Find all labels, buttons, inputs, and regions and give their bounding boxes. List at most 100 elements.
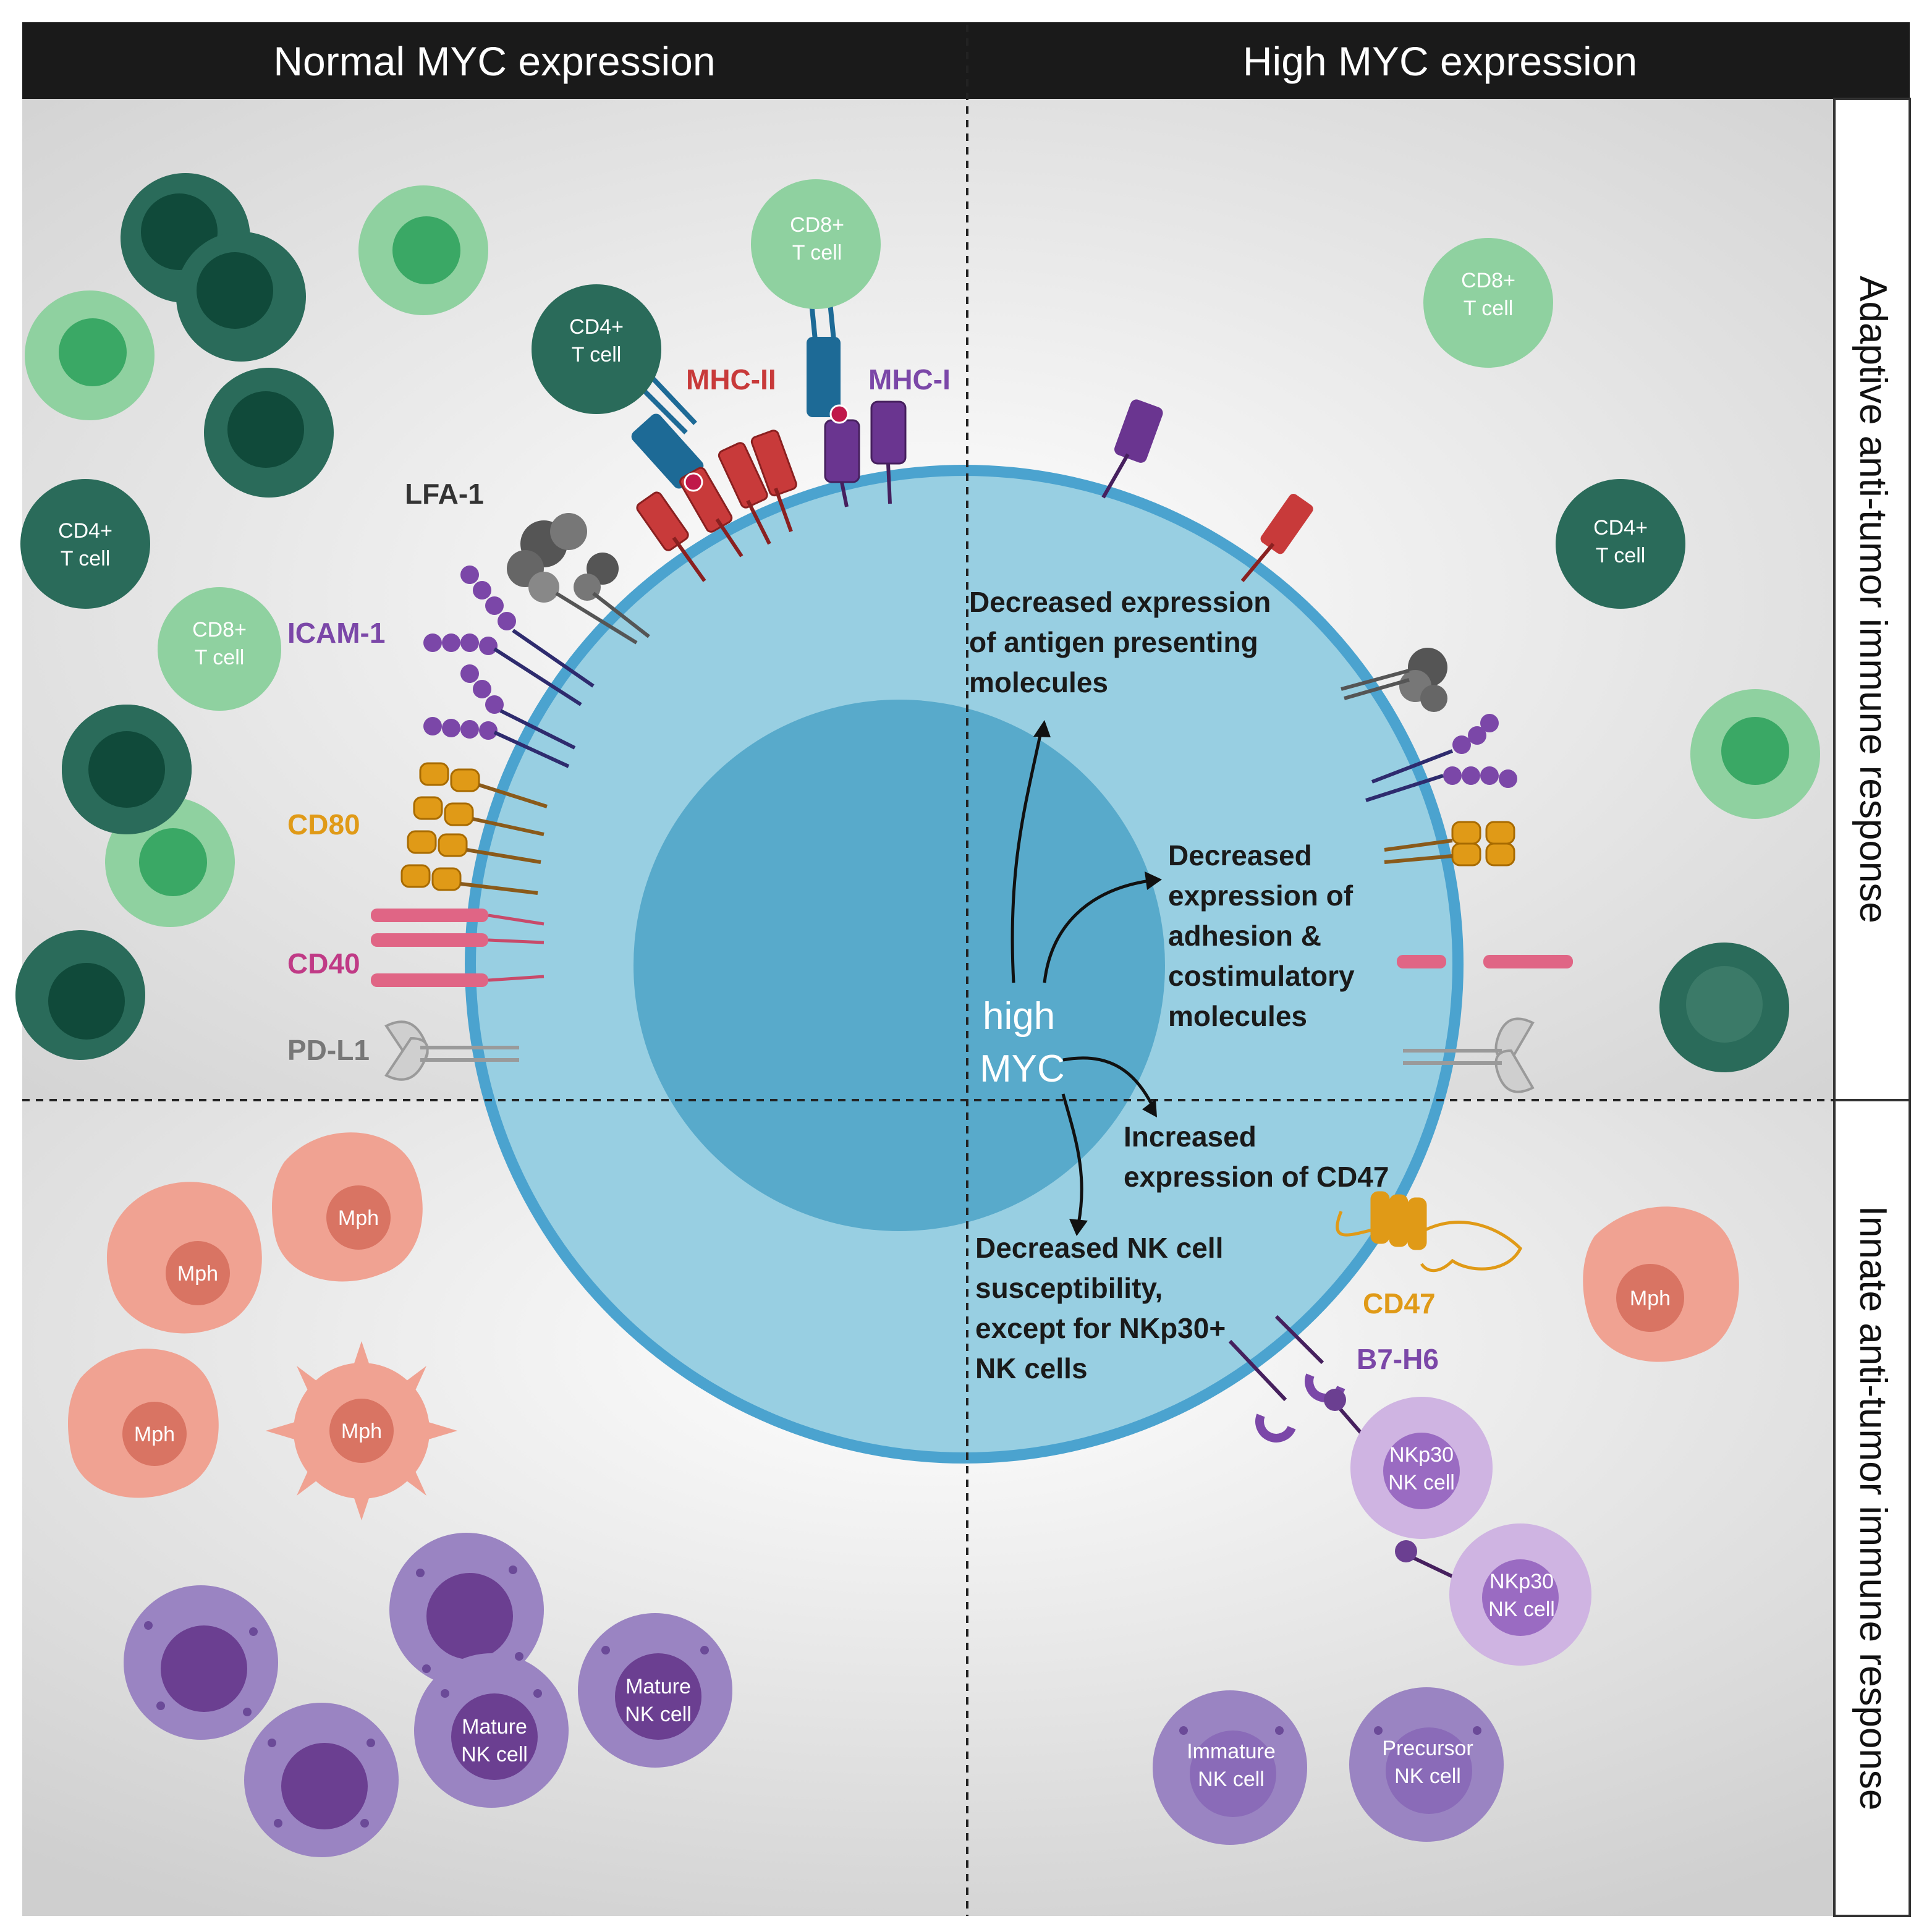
header-high-myc: High MYC expression [1243,38,1637,84]
cd80-molecule-right [1384,821,1515,866]
mph-label: Mph [338,1206,379,1230]
cell-label-line2: T cell [61,547,111,570]
immature-nk-cell: Immature NK cell [1153,1690,1307,1845]
nk-granules [144,1566,1481,1828]
cell-label-line1: Immature [1187,1740,1276,1763]
cd4-t-cell-right: CD4+ T cell [1556,479,1685,609]
cell-label-line1: CD8+ [790,213,844,237]
header-normal-myc: Normal MYC expression [273,38,715,84]
note-antigen-line1: Decreased expression [969,586,1271,618]
mhc1-label: MHC-I [868,363,951,396]
myc-effect-arrows [1010,729,1155,1224]
mph-label: Mph [1630,1287,1671,1310]
cell-label-line2: NK cell [1198,1768,1265,1791]
macrophage-2: Mph [272,1132,423,1282]
macrophage-right: Mph [1583,1206,1739,1362]
cd4-t-cell-mhc2-synapse: CD4+ T cell [532,284,704,489]
mhc1-molecules-left [824,400,907,507]
note-nk-line2: susceptibility, [975,1272,1163,1304]
note-adhesion-line1: Decreased [1168,839,1312,871]
cell-label-line1: CD4+ [569,315,624,339]
cell-label-line2: NK cell [1488,1598,1555,1621]
cell-label-line2: T cell [572,343,622,366]
icam1-molecule-right [1365,714,1517,802]
cd8-t-cell-left: CD8+ T cell [158,587,281,711]
cell-label-line2: NK cell [461,1743,528,1766]
cell-label-line2: T cell [195,646,245,669]
cd47-label: CD47 [1363,1287,1436,1320]
cd8-t-cell-mhc1-synapse: CD8+ T cell [751,179,881,417]
note-cd47: Increased expression of CD47 [1124,1121,1389,1193]
mhc2-label: MHC-II [686,363,776,396]
lfa1-label: LFA-1 [405,478,484,510]
note-cd47-line2: expression of CD47 [1124,1161,1389,1193]
cd47-molecule [1336,1191,1523,1273]
cell-label-line2: T cell [1596,544,1646,567]
cell-label-line1: CD4+ [1593,516,1648,540]
side-label-innate: Innate anti-tumor immune response [1852,1206,1894,1811]
cd8-t-cell-right-unlabeled [1690,689,1820,819]
cell-label-line2: NK cell [625,1703,692,1726]
b7h6-label: B7-H6 [1357,1343,1439,1375]
cell-label-line1: CD8+ [1461,269,1515,292]
mhc2-molecule-right [1240,494,1313,582]
icam1-label: ICAM-1 [287,617,385,649]
lfa1-molecules-left [507,513,650,645]
cd4-t-cell-overlap-dark [62,705,192,834]
side-label-column [1833,98,1911,1917]
cd40-molecule-right [1397,955,1573,968]
cd4-t-cell-dark-small [15,930,145,1060]
note-nk: Decreased NK cell susceptibility, except… [975,1232,1226,1384]
myc-effect-arrowheads [1033,720,1162,1236]
lfa1-molecule-right [1341,648,1447,712]
mph-label: Mph [341,1420,382,1443]
cd80-label: CD80 [287,808,360,841]
nk-cell-unlabeled-3 [244,1703,399,1857]
mph-label: Mph [134,1423,175,1446]
note-antigen-line3: molecules [969,666,1108,698]
cell-label-line1: Mature [462,1715,527,1739]
note-antigen-line2: of antigen presenting [969,626,1258,658]
macrophage-1: Mph [106,1182,262,1334]
cell-label-line1: CD8+ [192,618,247,642]
mature-nk-cell-1: Mature NK cell [414,1653,569,1808]
cell-label-line1: NKp30 [1489,1570,1554,1593]
macrophage-activated: Mph [266,1341,457,1520]
cell-label-line2: NK cell [1394,1765,1461,1788]
side-label-adaptive: Adaptive anti-tumor immune response [1852,276,1894,923]
cd80-molecules-left [400,762,548,895]
pdl1-molecule-right [1403,1017,1535,1093]
cell-label-line2: NK cell [1388,1471,1455,1494]
mature-nk-cell-2: Mature NK cell [578,1613,732,1768]
high-myc-label-line2: MYC [980,1048,1065,1090]
note-adhesion-line3: adhesion & [1168,920,1321,952]
mhc1-molecule-right [1101,399,1163,499]
cell-label-line1: CD4+ [58,519,112,543]
cell-label-line2: T cell [1464,297,1514,320]
nkp30-nk-cell-1: NKp30 NK cell [1324,1389,1493,1539]
cd40-label: CD40 [287,947,360,980]
mph-label: Mph [177,1262,218,1286]
pdl1-label: PD-L1 [287,1034,370,1066]
precursor-nk-cell: Precursor NK cell [1349,1687,1504,1842]
cell-label-line1: NKp30 [1389,1443,1454,1467]
cd40-molecules-left [371,909,544,987]
high-myc-label-line1: high [983,995,1055,1038]
cd8-t-cell-right: CD8+ T cell [1423,238,1553,368]
macrophage-3: Mph [68,1349,219,1498]
note-adhesion: Decreased expression of adhesion & costi… [1168,839,1355,1032]
cell-label-line2: T cell [792,241,842,265]
note-nk-line1: Decreased NK cell [975,1232,1223,1264]
icam1-molecules-left [423,566,595,768]
note-antigen: Decreased expression of antigen presenti… [969,586,1271,698]
cell-label-line1: Precursor [1382,1737,1473,1760]
nkp30-nk-cell-2: NKp30 NK cell [1395,1523,1591,1666]
note-cd47-line1: Increased [1124,1121,1256,1153]
nk-cell-unlabeled-1 [124,1585,278,1740]
tumor-cell-nucleus [633,700,1165,1231]
cd4-t-cell-left: CD4+ T cell [20,479,150,609]
note-nk-line4: NK cells [975,1352,1088,1384]
note-adhesion-line4: costimulatory [1168,960,1355,992]
mhc2-peptide [684,472,703,492]
